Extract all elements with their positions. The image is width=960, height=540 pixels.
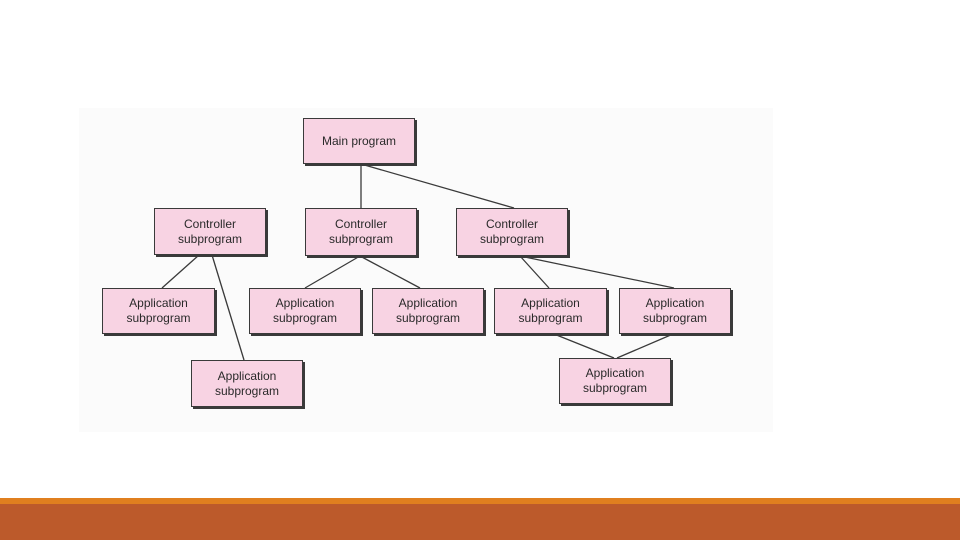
- node-main-program-label: Main program: [321, 133, 397, 148]
- edge-app6-app7: [616, 333, 674, 359]
- node-application-2-label: Application subprogram: [214, 368, 280, 398]
- node-application-7-label: Application subprogram: [582, 366, 648, 395]
- node-application-7: Application subprogram: [559, 358, 671, 404]
- node-controller-3-label: Controller subprogram: [479, 217, 545, 246]
- edge-ctrl2-app3: [304, 255, 361, 289]
- edge-ctrl3-app5: [519, 255, 550, 289]
- node-controller-1-label: Controller subprogram: [177, 216, 243, 246]
- node-application-5-label: Application subprogram: [518, 296, 583, 325]
- edge-main-ctrl3: [360, 163, 515, 209]
- node-controller-2: Controller subprogram: [305, 208, 417, 256]
- edge-ctrl1-app1: [161, 254, 200, 289]
- edge-app5-app7: [553, 333, 615, 359]
- node-application-2: Application subprogram: [191, 360, 303, 407]
- node-controller-2-label: Controller subprogram: [328, 217, 394, 246]
- node-application-4-label: Application subprogram: [395, 296, 461, 325]
- footer-bar: [0, 504, 960, 540]
- accent-bar: [0, 498, 960, 504]
- node-application-6-label: Application subprogram: [642, 296, 708, 325]
- node-application-6: Application subprogram: [619, 288, 731, 334]
- node-application-1-label: Application subprogram: [126, 296, 191, 325]
- node-application-1: Application subprogram: [102, 288, 215, 334]
- node-application-3-label: Application subprogram: [272, 296, 338, 325]
- hierarchy-diagram: Main program Controller subprogram Contr…: [79, 108, 773, 432]
- edge-ctrl3-app6: [519, 255, 675, 289]
- edge-ctrl2-app4: [359, 255, 421, 289]
- node-application-3: Application subprogram: [249, 288, 361, 334]
- node-application-4: Application subprogram: [372, 288, 484, 334]
- node-controller-3: Controller subprogram: [456, 208, 568, 256]
- node-controller-1: Controller subprogram: [154, 208, 266, 255]
- node-application-5: Application subprogram: [494, 288, 607, 334]
- connector-layer: [161, 163, 675, 361]
- edge-ctrl1-app2: [211, 254, 245, 361]
- node-main-program: Main program: [303, 118, 415, 164]
